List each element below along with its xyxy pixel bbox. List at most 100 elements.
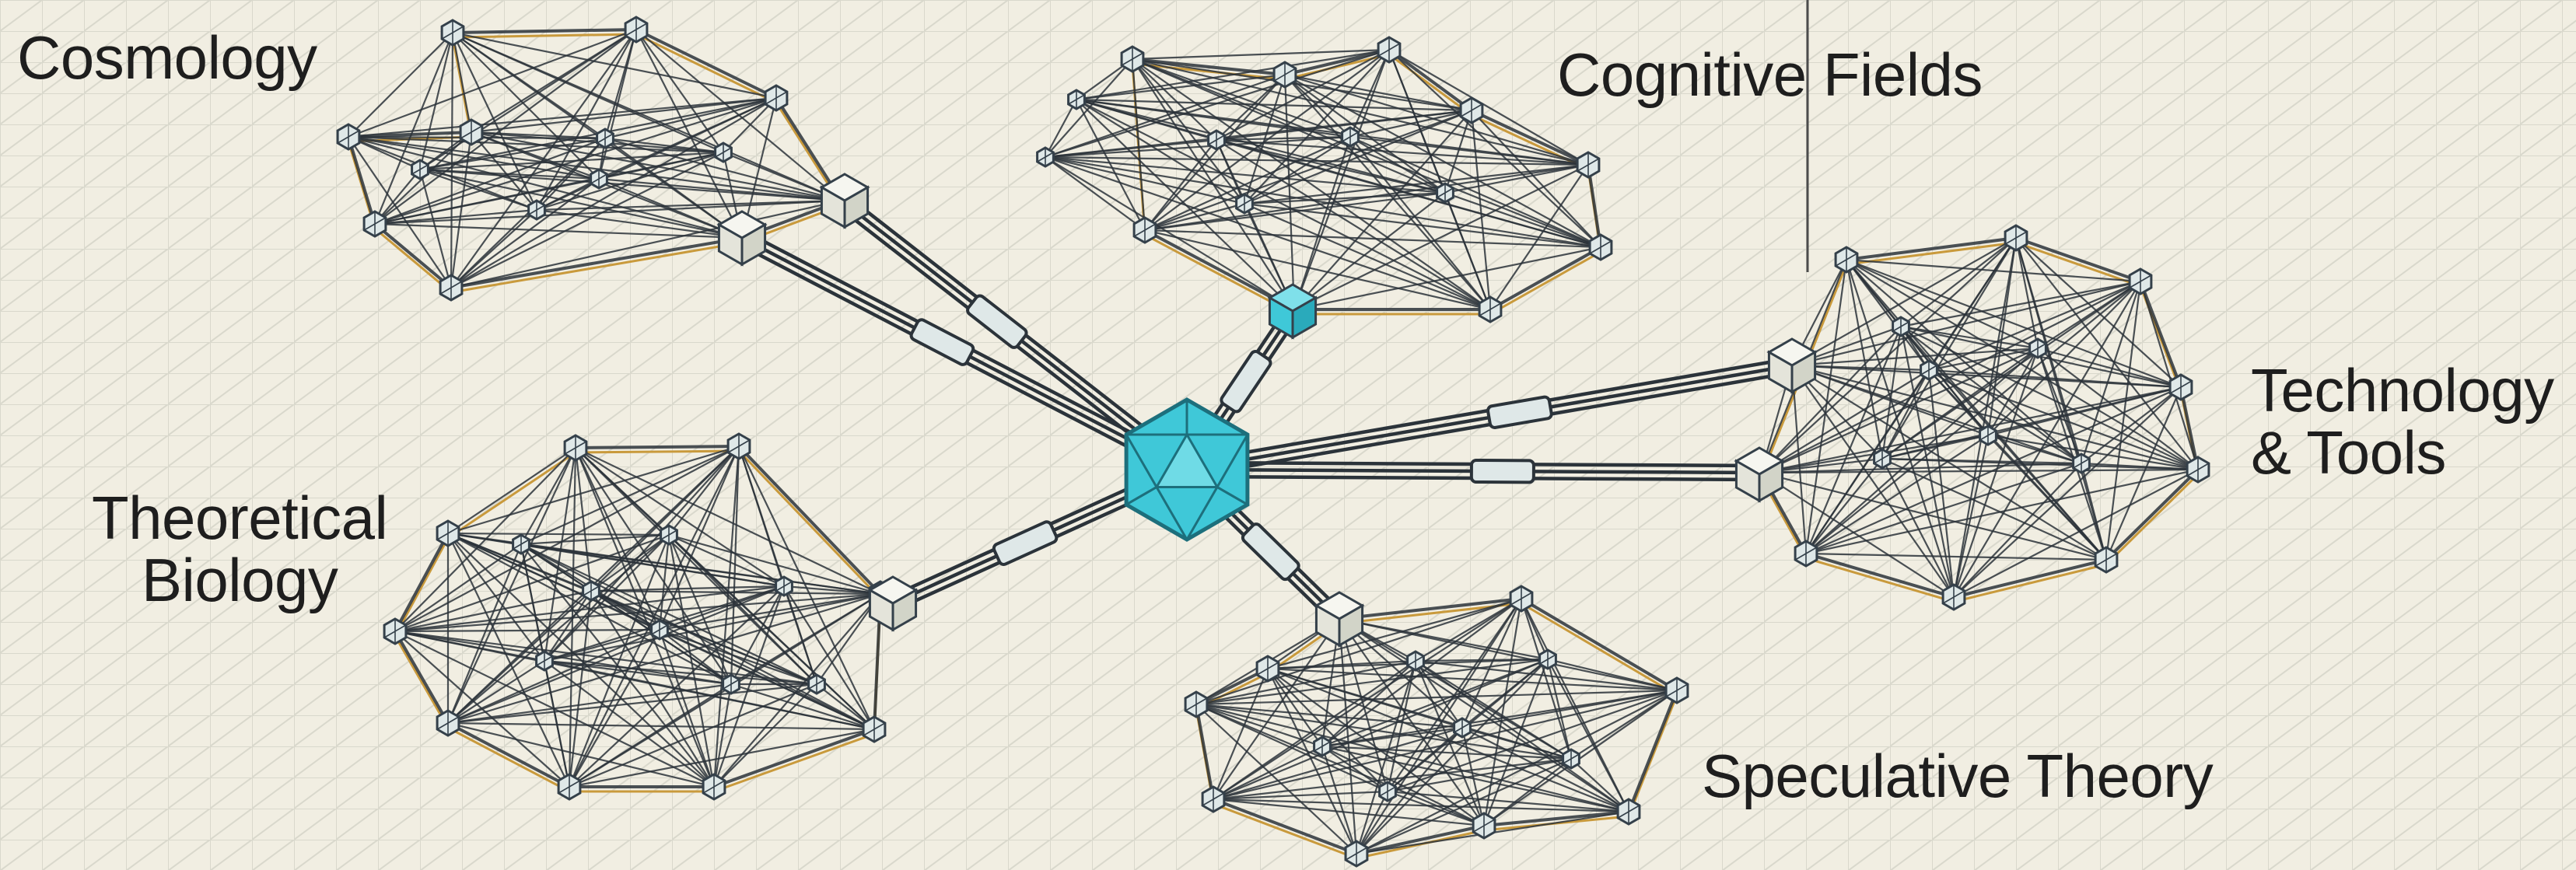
cluster-edges [1759,236,2200,599]
node [1472,812,1496,840]
link-technology-b [1184,356,1795,479]
cluster-cosmology [336,16,870,302]
node [1378,781,1397,802]
node [1406,650,1425,672]
node [1201,785,1226,813]
node [726,432,751,460]
node [512,533,530,555]
clusters [336,16,2210,868]
node [557,773,582,801]
node [383,617,408,645]
cluster-label-cognitive-fields: Cognitive Fields [1557,40,1983,109]
hub-links [737,193,1795,626]
central-hub [1124,397,1250,542]
node [1436,182,1454,204]
node [1120,45,1145,73]
connector-node [1766,337,1818,394]
cluster-label-theoretical-biology: Theoretical Biology [92,484,388,614]
node [436,519,460,547]
node [596,128,614,149]
node [459,118,484,146]
connector-node [1734,446,1785,503]
node [2168,373,2193,401]
node [1453,717,1472,739]
connector-node [1314,591,1365,648]
node [862,715,887,743]
node [1235,193,1254,215]
node [440,19,465,47]
cluster-speculative [1184,585,1689,868]
node [2004,224,2028,252]
node [1132,216,1157,244]
node [2094,546,2119,574]
node [2186,456,2210,484]
node [1067,89,1086,110]
node [1873,448,1892,470]
node [411,159,429,180]
node [775,575,793,597]
cluster-edges [394,445,882,788]
node [1036,146,1055,168]
node [660,524,678,546]
node [527,199,546,221]
node [362,210,387,238]
cluster-biology [383,432,919,801]
cluster-edges [347,28,843,289]
node [563,434,588,462]
node [1377,36,1402,64]
link-technology-a [1185,459,1763,484]
node [1664,676,1689,704]
node [1313,735,1332,757]
node [436,709,460,737]
link-cosmology-b [835,193,1193,477]
node [1341,126,1360,148]
connector-node [867,575,919,632]
node [2028,337,2047,359]
node [764,84,789,112]
node [1255,655,1280,683]
node [1920,359,1938,381]
cluster-outline [1759,241,2200,603]
node [714,142,733,163]
node [1272,61,1297,89]
node [1538,648,1557,670]
node [1509,585,1534,613]
hub [1124,397,1250,542]
cluster-label-cosmology: Cosmology [17,23,317,92]
node [1616,798,1641,826]
node [1207,129,1226,151]
cluster-technology [1734,224,2210,611]
node [1576,151,1601,179]
node [535,650,554,672]
cluster-label-speculative-theory: Speculative Theory [1702,742,2214,810]
node [1184,690,1209,718]
node [1562,748,1580,770]
node [722,673,740,695]
node [1941,583,1966,611]
cluster-outline [394,449,882,793]
node [1979,425,1997,446]
node [2072,452,2091,474]
node [1794,540,1818,568]
node [439,274,464,302]
node [807,673,826,695]
connector-node [819,173,870,229]
cluster-edges [1045,48,1602,311]
node [1892,316,1910,337]
node [702,773,726,801]
node [1478,295,1503,323]
cluster-label-technology-tools: Technology & Tools [2251,356,2554,487]
node [1834,246,1859,274]
node [624,16,649,44]
node [1344,840,1369,868]
cluster-cognitive [1036,36,1613,340]
node [2128,267,2153,295]
connector-node [716,210,768,267]
node [590,168,608,190]
node [650,619,669,641]
node [1459,96,1484,124]
node [1588,233,1613,261]
connector-node [1267,283,1318,340]
node [582,580,600,602]
